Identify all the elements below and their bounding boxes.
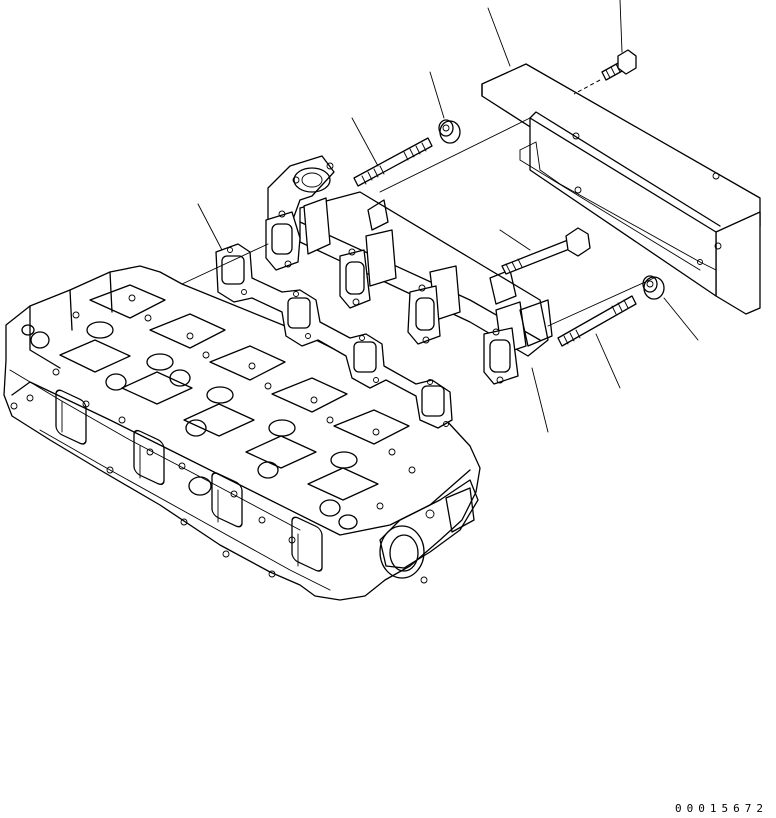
leader-manifold <box>531 367 549 433</box>
leader-lines <box>197 0 699 433</box>
heat-cover <box>481 63 761 315</box>
cover-bolt <box>573 49 637 95</box>
exhaust-manifold-gasket <box>215 243 453 429</box>
leader-gasket <box>197 203 223 251</box>
cylinder-head <box>3 265 481 601</box>
flange-nut <box>438 119 461 144</box>
drawing-number: 00015672 <box>675 802 768 815</box>
leader-manifold-bolt <box>499 229 531 251</box>
assembly-lines <box>181 117 655 327</box>
leader-stud-bolt-lower <box>595 333 621 389</box>
leader-heat-cover <box>487 7 511 67</box>
leader-flange-nut <box>429 71 445 119</box>
stud-bolt-lower <box>557 295 637 347</box>
leader-cover-bolt <box>619 0 623 53</box>
manifold-bolt <box>501 227 591 275</box>
flange-nut-lower <box>642 275 665 300</box>
leader-stud-bolt <box>351 117 379 167</box>
leader-flange-nut-lower <box>663 297 699 341</box>
stud-bolt <box>353 137 433 187</box>
exhaust-manifold <box>265 155 553 385</box>
